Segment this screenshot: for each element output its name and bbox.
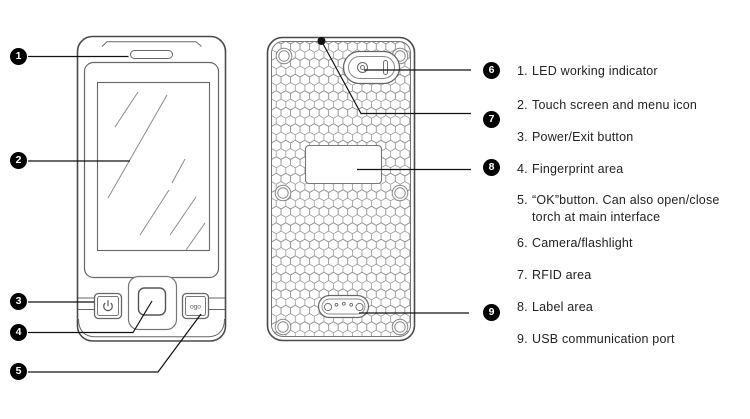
legend-item-number: 3.: [517, 130, 528, 144]
camera-lens: [357, 62, 368, 73]
front-device: ogo: [76, 35, 227, 342]
legend-item-number: 8.: [517, 300, 528, 314]
legend-item-3: 3. Power/Exit button: [517, 129, 633, 146]
power-icon: [103, 300, 113, 312]
callout-marker-3: 3: [10, 293, 27, 310]
legend-item-7: 7. RFID area: [517, 267, 591, 284]
legend-item-number: 9.: [517, 332, 528, 346]
touch-screen: [96, 81, 211, 252]
callout-line-7: [320, 40, 471, 115]
legend-item-number: 2.: [517, 98, 528, 112]
legend-item-label: Touch screen and menu icon: [532, 98, 698, 112]
legend-item-label: USB communication port: [532, 332, 675, 346]
flash-slot: [383, 60, 388, 75]
legend-item-label: Label area: [532, 300, 594, 314]
legend-item-4: 4. Fingerprint area: [517, 161, 623, 178]
back-device: [266, 36, 416, 342]
legend-item-label: Fingerprint area: [532, 162, 624, 176]
legend-item-6: 6. Camera/flashlight: [517, 235, 633, 252]
callout-marker-1: 1: [10, 48, 27, 65]
legend-item-number: 6.: [517, 236, 528, 250]
legend-item-2: 2. Touch screen and menu icon: [517, 97, 697, 114]
callout-marker-2: 2: [10, 152, 27, 169]
led-speaker-slot: [130, 50, 173, 59]
bottom-seam: [78, 318, 225, 338]
top-groove: [101, 41, 202, 47]
camera-flashlight: [342, 50, 401, 85]
ok-button: ogo: [181, 292, 210, 320]
callout-marker-8: 8: [483, 159, 500, 176]
callout-line-5: [28, 313, 202, 373]
legend-item-number: 7.: [517, 268, 528, 282]
callout-line-4: [28, 300, 153, 334]
legend-item-number: 5.: [517, 193, 528, 207]
legend-item-9: 9. USB communication port: [517, 331, 675, 348]
legend-item-label: Power/Exit button: [532, 130, 634, 144]
ok-button-glyph: ogo: [190, 304, 201, 311]
callout-marker-4: 4: [10, 324, 27, 341]
legend-item-label: LED working indicator: [532, 64, 658, 78]
hex-texture: [271, 41, 411, 337]
legend-item-1: 1. LED working indicator: [517, 63, 658, 80]
side-seams: [78, 297, 225, 310]
legend-item-label: RFID area: [532, 268, 592, 282]
callout-lines: [28, 40, 471, 373]
fingerprint-area: [127, 275, 178, 331]
callout-marker-6: 6: [483, 62, 500, 79]
legend-item-5: 5. “OK”button. Can also open/close torch…: [517, 192, 739, 226]
power-button: [93, 292, 123, 320]
callout-marker-5: 5: [10, 363, 27, 380]
callout-marker-9: 9: [483, 304, 500, 321]
legend-item-8: 8. Label area: [517, 299, 593, 316]
label-area: [304, 144, 383, 185]
callout-marker-7: 7: [483, 111, 500, 128]
legend-item-number: 1.: [517, 64, 528, 78]
legend-item-number: 4.: [517, 162, 528, 176]
legend-item-label: Camera/flashlight: [532, 236, 633, 250]
legend-item-label: “OK”button. Can also open/close torch at…: [532, 193, 720, 224]
screen-reflections: [107, 91, 206, 251]
usb-port: [317, 294, 370, 319]
